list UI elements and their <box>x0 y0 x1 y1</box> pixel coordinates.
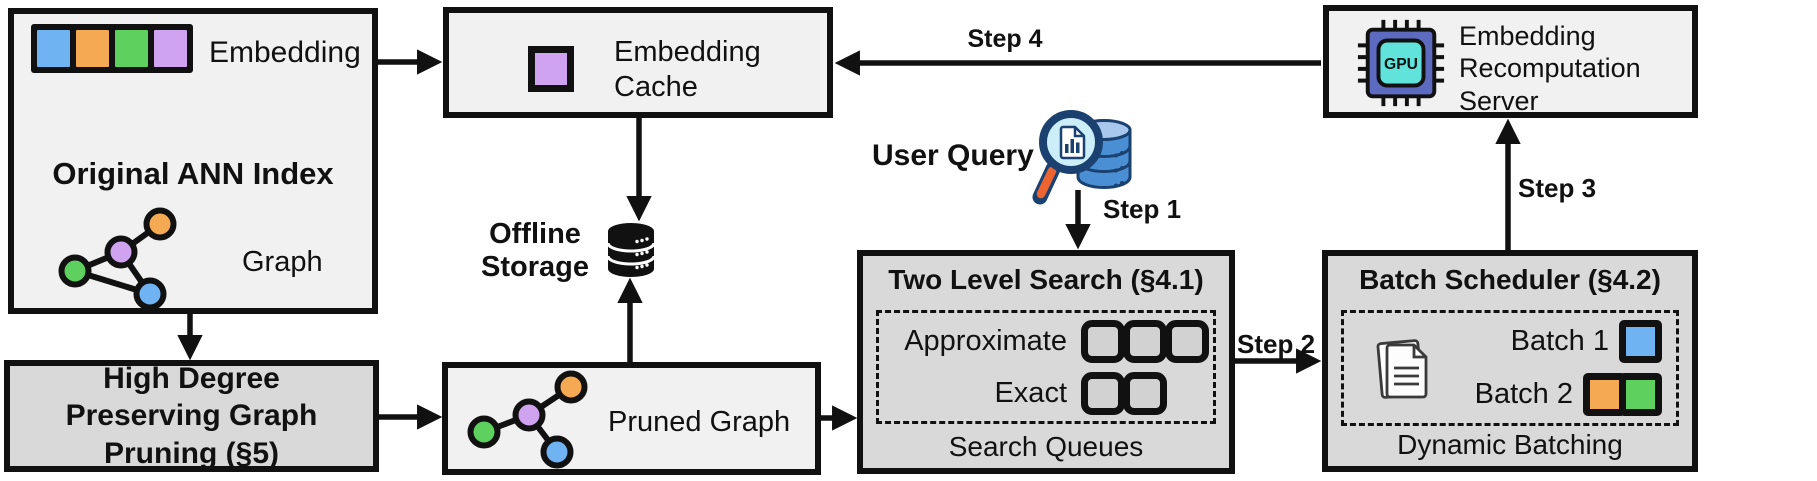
blue-square <box>1619 320 1662 363</box>
step-3-label: Step 3 <box>1518 173 1597 203</box>
query-magnifier-database-icon <box>1032 110 1132 205</box>
exact-label: Exact <box>994 376 1067 409</box>
embedding-cache-label: Embedding Cache <box>614 36 761 103</box>
approximate-label: Approximate <box>904 324 1067 357</box>
cached-embedding-square <box>528 46 574 92</box>
step-4-label: Step 4 <box>967 25 1043 53</box>
batch2-label: Batch 2 <box>1474 378 1573 410</box>
batch2-squares <box>1583 373 1662 416</box>
gpu-icon: GPU <box>1357 19 1445 107</box>
queue-square <box>1081 371 1125 415</box>
two-level-search-box: Two Level Search (§4.1) Approximate Exac… <box>857 250 1235 474</box>
batch1-squares <box>1619 320 1662 363</box>
queue-square <box>1123 371 1167 415</box>
search-queues-dashed-box: Approximate Exact <box>876 310 1216 424</box>
queue-square <box>1081 319 1125 363</box>
user-query-label: User Query <box>872 139 1034 172</box>
pruned-graph-icon <box>467 370 588 469</box>
embedding-cache-box: Embedding Cache <box>443 7 833 118</box>
offline-storage-label: Offline Storage <box>481 218 589 284</box>
batch1-row: Batch 1 <box>1444 320 1676 363</box>
embedding-vector-icon <box>31 24 193 73</box>
batch2-row: Batch 2 <box>1444 373 1676 416</box>
original-ann-index-box: Embedding Original ANN Index Graph <box>8 8 378 314</box>
dynamic-batching-dashed-box: Batch 1 Batch 2 <box>1341 310 1679 426</box>
recomputation-server-box: GPU Embedding Recomputation Server <box>1323 5 1698 118</box>
pruned-graph-box: Pruned Graph <box>442 362 821 475</box>
embedding-label: Embedding <box>209 36 361 69</box>
graph-pruning-box: High Degree Preserving Graph Pruning (§5… <box>4 360 379 472</box>
graph-label: Graph <box>242 246 323 278</box>
batch-scheduler-box: Batch Scheduler (§4.2) Batch 1 Batch 2 D… <box>1322 250 1698 472</box>
orange-square <box>76 30 109 67</box>
green-square <box>1619 373 1662 416</box>
graph-pruning-title-text: High Degree Preserving Graph Pruning (§5… <box>65 361 318 470</box>
exact-queue-slots <box>1081 371 1167 415</box>
graph-icon <box>58 207 177 311</box>
documents-icon <box>1376 339 1428 399</box>
step-1-label: Step 1 <box>1103 194 1182 224</box>
exact-queue-row: Exact <box>879 371 1213 415</box>
database-icon <box>606 223 656 277</box>
blue-square <box>37 30 70 67</box>
queue-square <box>1123 319 1167 363</box>
dynamic-batching-label: Dynamic Batching <box>1397 429 1623 460</box>
approximate-queue-slots <box>1081 319 1209 363</box>
gpu-chip-text: GPU <box>1384 56 1418 73</box>
two-level-search-title: Two Level Search (§4.1) <box>888 264 1204 295</box>
graph-pruning-title: High Degree Preserving Graph Pruning (§5… <box>10 362 373 470</box>
purple-square <box>154 30 187 67</box>
step-2-label: Step 2 <box>1237 329 1316 359</box>
batch1-label: Batch 1 <box>1510 325 1609 357</box>
recomputation-server-label: Embedding Recomputation Server <box>1459 21 1641 116</box>
original-ann-index-title: Original ANN Index <box>52 156 334 191</box>
approximate-queue-row: Approximate <box>879 319 1213 363</box>
green-square <box>115 30 148 67</box>
batch-scheduler-title: Batch Scheduler (§4.2) <box>1359 264 1661 295</box>
queue-square <box>1165 319 1209 363</box>
search-queues-label: Search Queues <box>948 431 1144 462</box>
pruned-graph-label: Pruned Graph <box>608 406 791 438</box>
